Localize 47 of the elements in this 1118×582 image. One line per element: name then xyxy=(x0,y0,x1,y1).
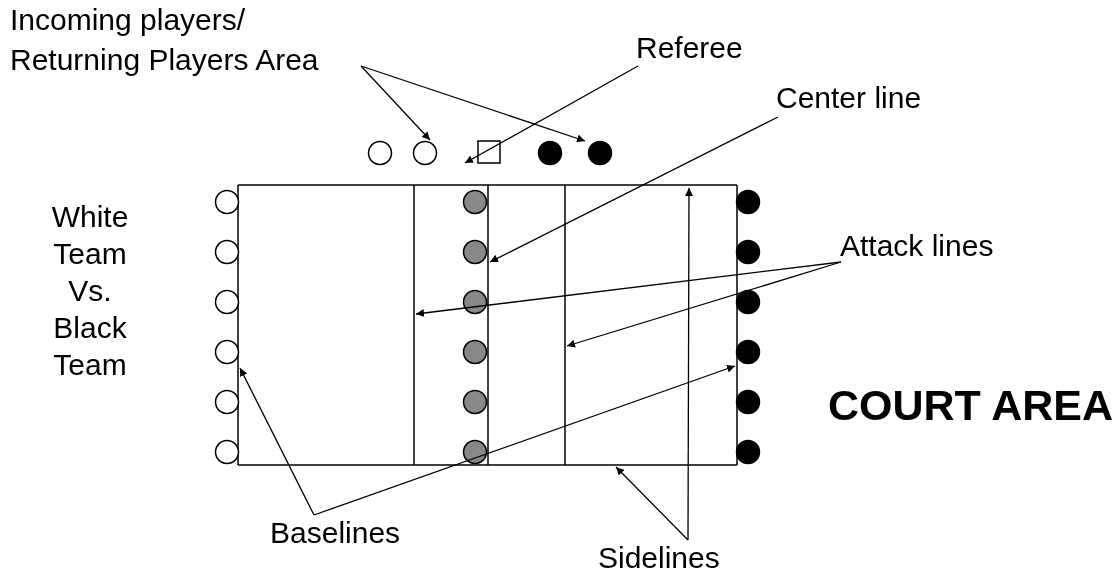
callout-label: Center line xyxy=(776,80,923,116)
player-marker xyxy=(214,289,240,315)
player-marker xyxy=(735,439,761,465)
player-marker xyxy=(735,239,761,265)
player-marker xyxy=(735,289,761,315)
player-marker xyxy=(462,339,488,365)
leader-line xyxy=(239,367,315,516)
player-marker xyxy=(367,140,393,166)
player-marker xyxy=(587,140,613,166)
leader-line xyxy=(360,65,586,143)
center-line xyxy=(487,184,489,466)
area-title: COURT AREA xyxy=(828,380,1115,430)
attack-line xyxy=(564,184,566,466)
player-marker xyxy=(735,389,761,415)
leader-line xyxy=(313,364,736,516)
player-marker xyxy=(214,239,240,265)
callout-label: Incoming players/ Returning Players Area xyxy=(10,2,320,78)
player-marker xyxy=(462,189,488,215)
sideline xyxy=(237,184,738,186)
sideline xyxy=(237,464,738,466)
referee-marker xyxy=(477,140,501,164)
player-marker xyxy=(735,189,761,215)
leader-line xyxy=(464,65,639,164)
attack-line xyxy=(413,184,415,466)
player-marker xyxy=(462,289,488,315)
leader-line xyxy=(615,466,689,541)
callout-label: Sidelines xyxy=(598,540,721,576)
player-marker xyxy=(462,389,488,415)
baseline xyxy=(237,184,239,466)
leader-line xyxy=(489,116,779,263)
callout-label: Baselines xyxy=(270,515,402,551)
callout-label: Referee xyxy=(636,30,744,66)
player-marker xyxy=(412,140,438,166)
leader-line xyxy=(360,65,431,141)
team-label: White Team Vs. Black Team xyxy=(50,199,130,383)
player-marker xyxy=(735,339,761,365)
player-marker xyxy=(214,339,240,365)
leader-line xyxy=(685,187,693,541)
baseline xyxy=(736,184,738,466)
player-marker xyxy=(214,439,240,465)
callout-label: Attack lines xyxy=(840,228,995,264)
player-marker xyxy=(462,239,488,265)
leader-line xyxy=(566,261,842,348)
player-marker xyxy=(537,140,563,166)
player-marker xyxy=(214,389,240,415)
player-marker xyxy=(214,189,240,215)
player-marker xyxy=(462,439,488,465)
